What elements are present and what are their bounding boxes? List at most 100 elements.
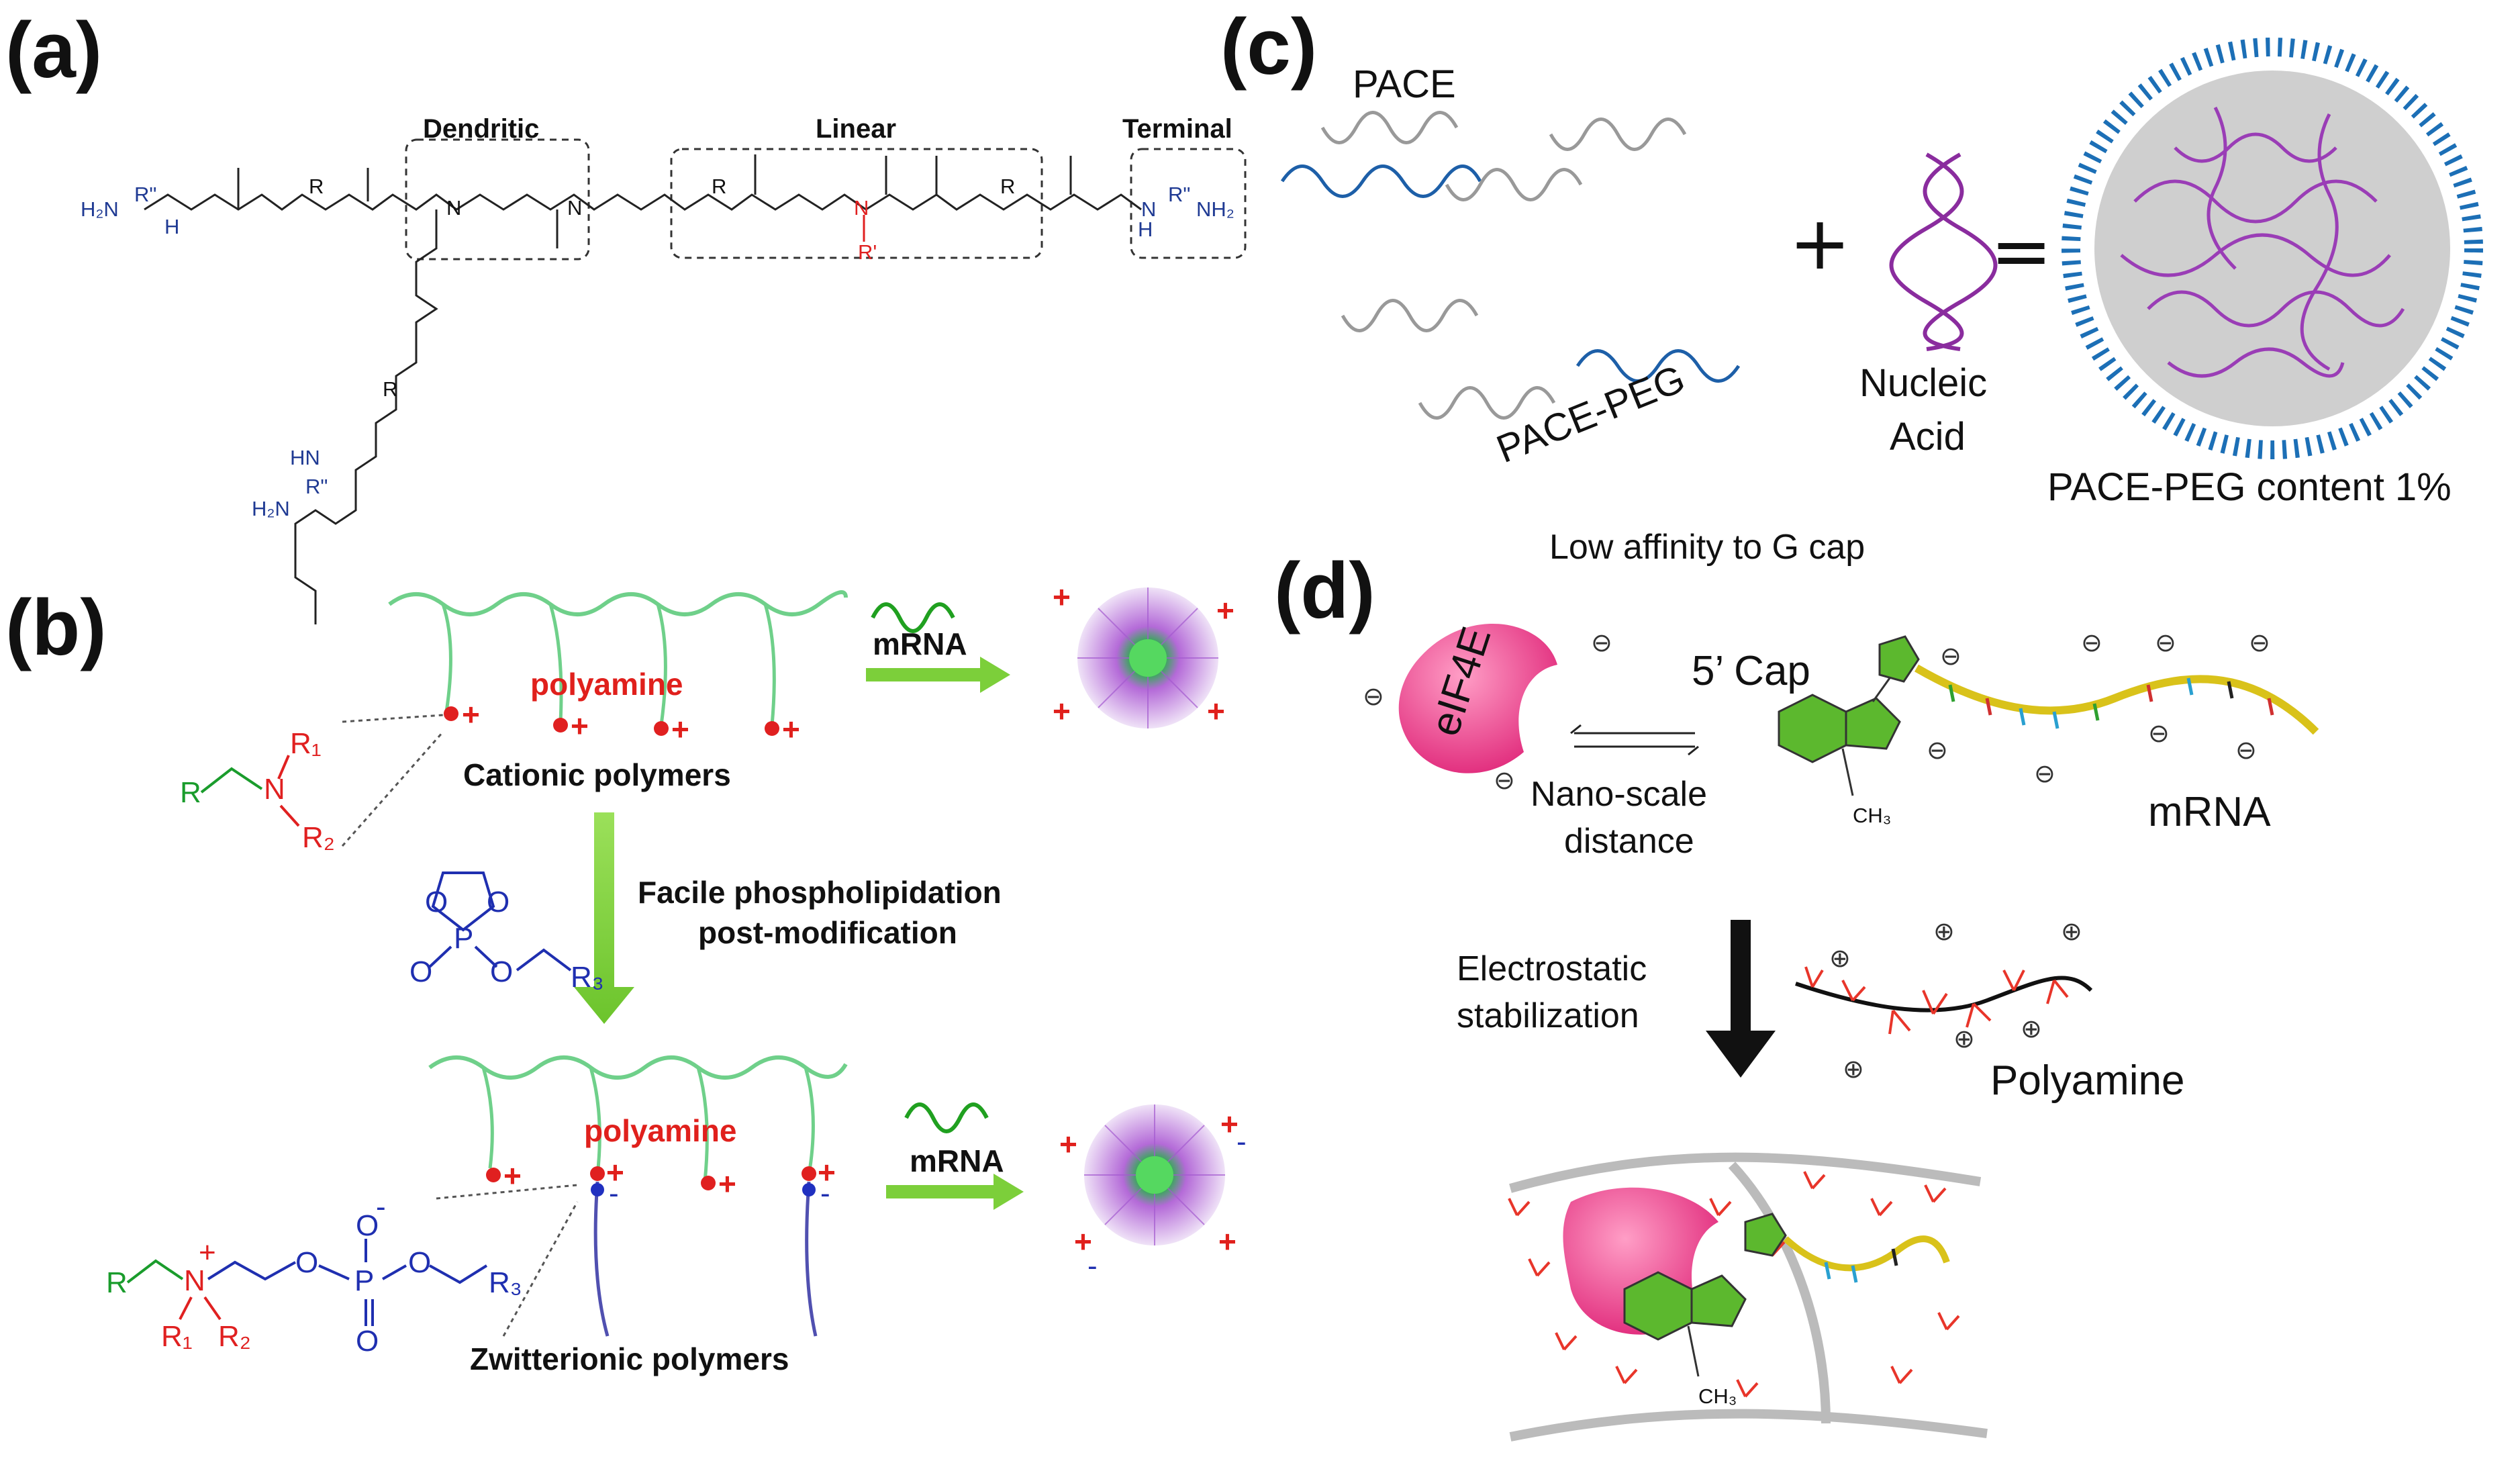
low-affinity-label: Low affinity to G cap <box>1549 528 1865 567</box>
panel-b: (b) + + + + polyamine Cationic polymers … <box>5 579 1247 1376</box>
mrna-label: mRNA <box>2148 789 2271 835</box>
cationic-label: Cationic polymers <box>463 757 731 792</box>
svg-text:⊖: ⊖ <box>2235 735 2257 765</box>
step-label-1: Facile phospholipidation <box>638 875 1002 910</box>
nanoparticle-top: ++ ++ <box>1053 579 1234 728</box>
phospholipidation-arrow <box>574 812 634 1024</box>
svg-text:-: - <box>1237 1125 1247 1158</box>
mrna-wave-top <box>871 602 955 633</box>
cation-beads-bottom: + + - + + - <box>486 1155 836 1210</box>
svg-text:O: O <box>409 955 432 988</box>
svg-text:⊕: ⊕ <box>1829 943 1851 973</box>
r-linear-1: R <box>712 175 726 198</box>
svg-text:R₂: R₂ <box>218 1320 251 1353</box>
polyamine-top-label: polyamine <box>530 667 683 702</box>
mrna-charges: ⊖ ⊖ ⊖ ⊖ ⊖ ⊖ ⊖ ⊖ <box>1927 628 2270 788</box>
backbone-chain <box>144 193 1142 211</box>
b-atom-R-top: R <box>180 776 201 809</box>
panel-d-letter: (d) <box>1274 547 1375 635</box>
hn-branch: HN <box>290 446 320 469</box>
svg-text:O: O <box>490 955 513 988</box>
zwitterion-structure: R N + O P O - O O R₃ R₁ R₂ <box>106 1190 522 1358</box>
svg-text:+: + <box>1074 1224 1092 1259</box>
svg-text:⊕: ⊕ <box>2061 916 2082 946</box>
cap-structure <box>1778 635 1920 763</box>
svg-text:O: O <box>408 1246 431 1279</box>
svg-text:⊖: ⊖ <box>1940 641 1961 671</box>
svg-text:N: N <box>184 1264 205 1297</box>
mrna-strand <box>1914 664 2319 735</box>
nh2-terminal: NH₂ <box>1196 197 1234 221</box>
panel-b-letter: (b) <box>5 583 107 672</box>
svg-text:⊕: ⊕ <box>2021 1014 2042 1043</box>
svg-text:R₃: R₃ <box>489 1266 522 1299</box>
svg-text:P: P <box>454 922 473 955</box>
ch3-top: CH₃ <box>1853 804 1891 827</box>
polyamine-label: Polyamine <box>1990 1057 2184 1104</box>
panel-d: (d) Low affinity to G cap eIF4E ⊖ ⊖ ⊖ Na… <box>1274 528 2319 1442</box>
svg-text:+: + <box>782 712 800 747</box>
svg-text:-: - <box>609 1177 619 1210</box>
pace-peg-label: PACE-PEG <box>1491 357 1691 471</box>
equals-sign: = <box>1990 208 2052 294</box>
h-left: H <box>164 215 179 238</box>
svg-text:+: + <box>199 1236 216 1269</box>
svg-text:+: + <box>818 1155 836 1190</box>
mrna-bases <box>1948 677 2274 729</box>
panel-c: (c) PACE PACE-PEG + Nucleic Acid = <box>1220 3 2483 509</box>
svg-text:⊖: ⊖ <box>1494 765 1515 795</box>
stabilized-complex: CH₃ <box>1508 1152 1988 1442</box>
svg-text:O: O <box>356 1209 379 1242</box>
zwitterionic-label: Zwitterionic polymers <box>470 1341 789 1376</box>
nucleic-label-1: Nucleic <box>1859 361 1987 405</box>
equilibrium-arrows <box>1570 724 1699 756</box>
nucleic-label-2: Acid <box>1890 415 1966 459</box>
svg-text:O: O <box>295 1246 318 1279</box>
h2n-left: H₂N <box>81 197 119 221</box>
phospholane-reagent: O O P O O R₃ <box>409 871 604 994</box>
pace-label: PACE <box>1353 62 1456 106</box>
panel-a: (a) Dendritic Linear Terminal H₂N R" H R… <box>5 6 1247 624</box>
dendritic-label: Dendritic <box>423 114 539 144</box>
n-terminal: N <box>1141 197 1156 221</box>
n-dendritic-1: N <box>446 196 461 220</box>
svg-text:+: + <box>1220 1106 1239 1141</box>
cation-beads-top: + + + + <box>444 697 800 747</box>
svg-text:⊖: ⊖ <box>2081 628 2102 657</box>
cationic-backbone <box>388 590 848 616</box>
svg-text:R₃: R₃ <box>571 961 604 994</box>
svg-text:⊖: ⊖ <box>2148 718 2170 748</box>
svg-text:O: O <box>487 886 510 918</box>
linear-box <box>670 148 1043 259</box>
n-linear: N <box>854 196 869 220</box>
svg-text:+: + <box>1053 579 1071 614</box>
svg-text:+: + <box>718 1166 736 1201</box>
svg-text:O: O <box>356 1325 379 1358</box>
pace-chains <box>1280 111 1741 420</box>
mrna-arrow-bottom <box>886 1174 1024 1210</box>
svg-text:⊕: ⊕ <box>1953 1024 1975 1053</box>
svg-text:+: + <box>1218 1224 1237 1259</box>
b-atom-N-top: N <box>264 773 285 806</box>
panel-c-letter: (c) <box>1220 3 1317 91</box>
svg-text:⊕: ⊕ <box>1933 916 1955 946</box>
step-label-2: post-modification <box>698 915 957 950</box>
dendritic-box <box>405 138 590 261</box>
svg-text:+: + <box>1053 694 1071 728</box>
mrna-wave-bottom <box>904 1102 989 1133</box>
mrna-label-top: mRNA <box>873 626 967 661</box>
branch-chain <box>294 209 438 624</box>
r2-terminal: R" <box>1168 183 1190 206</box>
svg-text:-: - <box>376 1190 386 1223</box>
pace-peg-nanoparticle <box>2062 38 2483 459</box>
b-atom-R2-top: R₂ <box>302 821 335 854</box>
svg-text:⊖: ⊖ <box>1591 628 1612 657</box>
rprime-linear: R' <box>858 240 877 264</box>
nano-scale-label: Nano-scale <box>1531 775 1707 814</box>
r2-branch: R" <box>305 475 328 498</box>
stabilization-arrow <box>1706 920 1776 1078</box>
five-cap-label: 5’ Cap <box>1692 648 1810 694</box>
r-left: R <box>309 175 324 198</box>
distance-label: distance <box>1564 822 1694 861</box>
